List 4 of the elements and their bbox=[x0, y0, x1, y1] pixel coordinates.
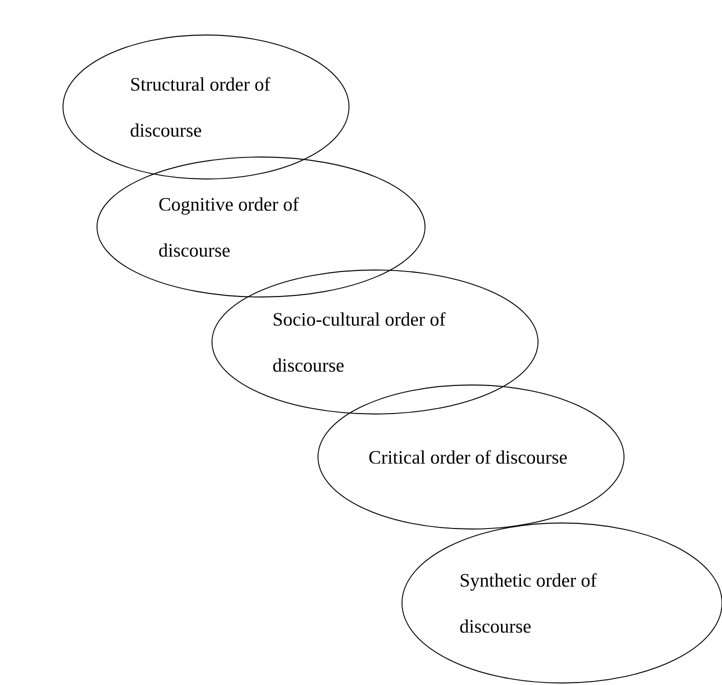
ellipse-node: Structural order of discourse bbox=[62, 34, 350, 180]
ellipse-node: Cognitive order of discourse bbox=[96, 156, 426, 298]
ellipse-node: Socio-cultural order of discourse bbox=[212, 270, 538, 414]
ellipse-node: Critical order of discourse bbox=[318, 384, 624, 530]
